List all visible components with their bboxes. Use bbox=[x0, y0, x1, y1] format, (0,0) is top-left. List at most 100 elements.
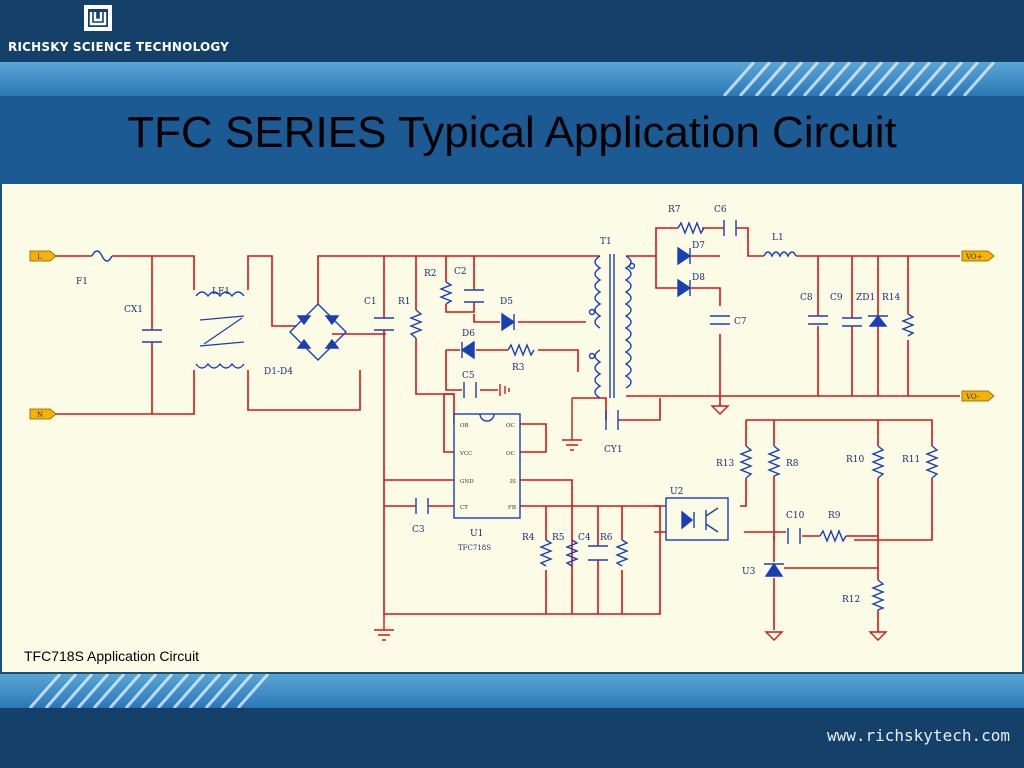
resistor-r2 bbox=[439, 281, 453, 305]
label-d7: D7 bbox=[692, 241, 705, 251]
resistor-r7 bbox=[677, 221, 705, 235]
capacitor-c7 bbox=[710, 315, 730, 325]
label-f1: F1 bbox=[76, 277, 88, 287]
pin-is: IS bbox=[510, 479, 516, 485]
capacitor-c2 bbox=[464, 289, 484, 303]
label-c10: C10 bbox=[786, 511, 805, 521]
capacitor-c3 bbox=[415, 498, 429, 514]
pin-oc-2: OC bbox=[506, 451, 515, 457]
label-d8: D8 bbox=[692, 273, 705, 283]
svg-text:L: L bbox=[37, 253, 42, 261]
pin-vcc: VCC bbox=[459, 451, 472, 457]
label-c3: C3 bbox=[412, 525, 425, 535]
resistor-r4 bbox=[539, 539, 553, 567]
company-logo: RICHSKY SCIENCE TECHNOLOGY bbox=[8, 4, 229, 58]
label-l1: L1 bbox=[772, 233, 784, 243]
transformer-t1 bbox=[588, 254, 636, 399]
label-r12: R12 bbox=[842, 595, 860, 605]
diode-d6 bbox=[460, 340, 475, 360]
website-url: www.richskytech.com bbox=[826, 726, 1010, 745]
resistor-r10 bbox=[871, 445, 885, 479]
label-r5: R5 bbox=[552, 533, 565, 543]
label-u3: U3 bbox=[742, 567, 756, 577]
label-r3: R3 bbox=[512, 363, 525, 373]
optocoupler-u2 bbox=[665, 497, 729, 541]
label-r2: R2 bbox=[424, 269, 437, 279]
label-d5: D5 bbox=[500, 297, 513, 307]
capacitor-c8 bbox=[808, 315, 828, 325]
connector-l: L bbox=[29, 250, 57, 262]
title-band bbox=[0, 96, 1024, 184]
capacitor-c1 bbox=[374, 317, 394, 331]
label-r4: R4 bbox=[522, 533, 535, 543]
label-c7: C7 bbox=[734, 317, 747, 327]
resistor-r8 bbox=[767, 445, 781, 477]
ground-u1 bbox=[374, 614, 394, 641]
label-c4: C4 bbox=[578, 533, 591, 543]
fuse-f1 bbox=[91, 250, 113, 262]
ground-c5 bbox=[499, 384, 510, 396]
connector-vo-plus: VO+ bbox=[961, 250, 995, 262]
svg-text:VO-: VO- bbox=[965, 393, 980, 401]
label-r10: R10 bbox=[846, 455, 865, 465]
capacitor-cx1 bbox=[142, 329, 162, 343]
label-r7: R7 bbox=[668, 205, 681, 215]
slide-title: TFC SERIES Typical Application Circuit bbox=[127, 108, 897, 157]
stripe-pattern bbox=[722, 61, 996, 97]
pin-gnd: GND bbox=[460, 479, 474, 485]
diode-d8 bbox=[677, 278, 692, 298]
capacitor-cy1 bbox=[605, 410, 619, 430]
label-r11: R11 bbox=[902, 455, 920, 465]
svg-text:N: N bbox=[37, 411, 43, 419]
ground-primary bbox=[562, 398, 582, 451]
capacitor-c5 bbox=[463, 382, 477, 398]
stripe-pattern-bottom bbox=[28, 673, 270, 709]
label-d6: D6 bbox=[462, 329, 475, 339]
connector-vo-minus: VO- bbox=[961, 390, 995, 402]
ic-u1 bbox=[453, 413, 521, 519]
label-zd1: ZD1 bbox=[856, 293, 875, 303]
resistor-r9 bbox=[819, 529, 847, 543]
resistor-r14 bbox=[901, 313, 915, 337]
capacitor-c4 bbox=[588, 545, 608, 561]
label-r14: R14 bbox=[882, 293, 901, 303]
label-cy1: CY1 bbox=[604, 445, 623, 455]
label-u2: U2 bbox=[670, 487, 683, 497]
resistor-r11 bbox=[925, 445, 939, 479]
label-r6: R6 bbox=[600, 533, 613, 543]
resistor-r13 bbox=[739, 445, 753, 479]
decorative-stripe-bottom bbox=[0, 673, 1024, 709]
label-r13: R13 bbox=[716, 459, 735, 469]
zener-zd1 bbox=[868, 314, 888, 327]
label-cx1: CX1 bbox=[124, 305, 143, 315]
circuit-schematic: L N VO+ VO- bbox=[29, 205, 995, 641]
diode-d7 bbox=[677, 246, 692, 266]
resistor-r1 bbox=[409, 309, 423, 339]
label-r9: R9 bbox=[828, 511, 841, 521]
capacitor-c10 bbox=[787, 528, 801, 544]
label-c9: C9 bbox=[830, 293, 843, 303]
regulator-u3 bbox=[764, 562, 784, 577]
pin-fb: FB bbox=[508, 505, 516, 511]
capacitor-c6 bbox=[723, 220, 737, 236]
resistor-r6 bbox=[615, 539, 629, 567]
bridge-rectifier-d1-d4 bbox=[289, 303, 347, 361]
resistor-r12 bbox=[871, 579, 885, 611]
common-mode-choke-lf1 bbox=[195, 291, 245, 369]
pin-oc-1: OC bbox=[506, 423, 515, 429]
label-u1-part: TFC718S bbox=[458, 544, 491, 552]
label-c6: C6 bbox=[714, 205, 727, 215]
pin-ct: CT bbox=[460, 505, 468, 511]
wires bbox=[54, 227, 960, 632]
logo-icon bbox=[84, 5, 112, 31]
pin-ob: OB bbox=[460, 423, 469, 429]
label-r1: R1 bbox=[398, 297, 411, 307]
header-bar bbox=[0, 0, 1024, 62]
diagram-caption: TFC718S Application Circuit bbox=[24, 648, 200, 664]
svg-text:VO+: VO+ bbox=[965, 253, 983, 261]
resistor-r5 bbox=[565, 539, 579, 567]
label-d1-d4: D1-D4 bbox=[264, 367, 293, 377]
diode-d5 bbox=[501, 312, 516, 332]
circuit-panel: L N VO+ VO- bbox=[2, 184, 1022, 672]
connector-n: N bbox=[29, 408, 57, 420]
